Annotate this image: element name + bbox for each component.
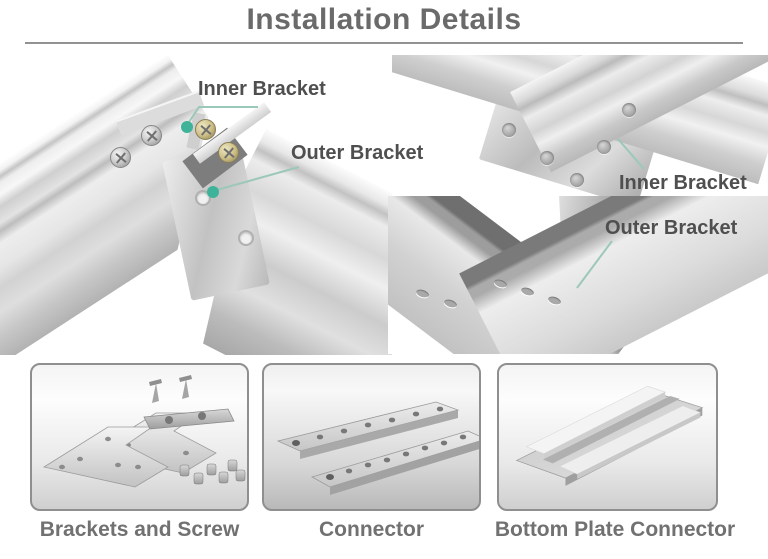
set-screws — [179, 459, 246, 485]
corner-photo-left — [0, 55, 392, 355]
screw — [195, 119, 216, 140]
l-bracket-front — [42, 426, 169, 488]
bracket-hole — [597, 140, 611, 154]
label-inner-bracket-left: Inner Bracket — [198, 78, 326, 100]
screw — [110, 147, 131, 168]
pointed-screws — [149, 375, 192, 403]
label-outer-bracket-right: Outer Bracket — [605, 217, 738, 239]
bracket-hole — [622, 103, 636, 117]
screw — [218, 142, 239, 163]
product-caption: Bottom Plate Connector — [494, 518, 736, 541]
bracket-hole — [238, 230, 254, 246]
brackets-and-screw-illustration — [42, 375, 246, 488]
connector-illustration — [276, 401, 479, 495]
corner-photo-right-top — [392, 55, 768, 203]
product-card-connector — [262, 363, 481, 511]
product-card-brackets-and-screw — [30, 363, 249, 511]
bracket-hole — [502, 123, 516, 137]
screw — [141, 125, 162, 146]
product-caption: Connector — [319, 518, 424, 541]
product-card-bottom-plate-connector — [497, 363, 718, 511]
bracket-hole — [570, 173, 584, 187]
title-divider — [25, 42, 743, 44]
connector-bar — [143, 408, 235, 430]
bracket-hole — [540, 151, 554, 165]
label-inner-bracket-right: Inner Bracket — [619, 172, 747, 194]
bottom-plate-connector-illustration — [515, 385, 704, 486]
page-title: Installation Details — [246, 3, 522, 36]
h-profile — [515, 385, 704, 486]
bracket-hole — [195, 190, 211, 206]
label-outer-bracket-left: Outer Bracket — [291, 142, 424, 164]
product-caption: Brackets and Screw — [39, 518, 240, 541]
connector-strip-back — [276, 401, 460, 459]
connector-strip-front — [310, 430, 479, 495]
